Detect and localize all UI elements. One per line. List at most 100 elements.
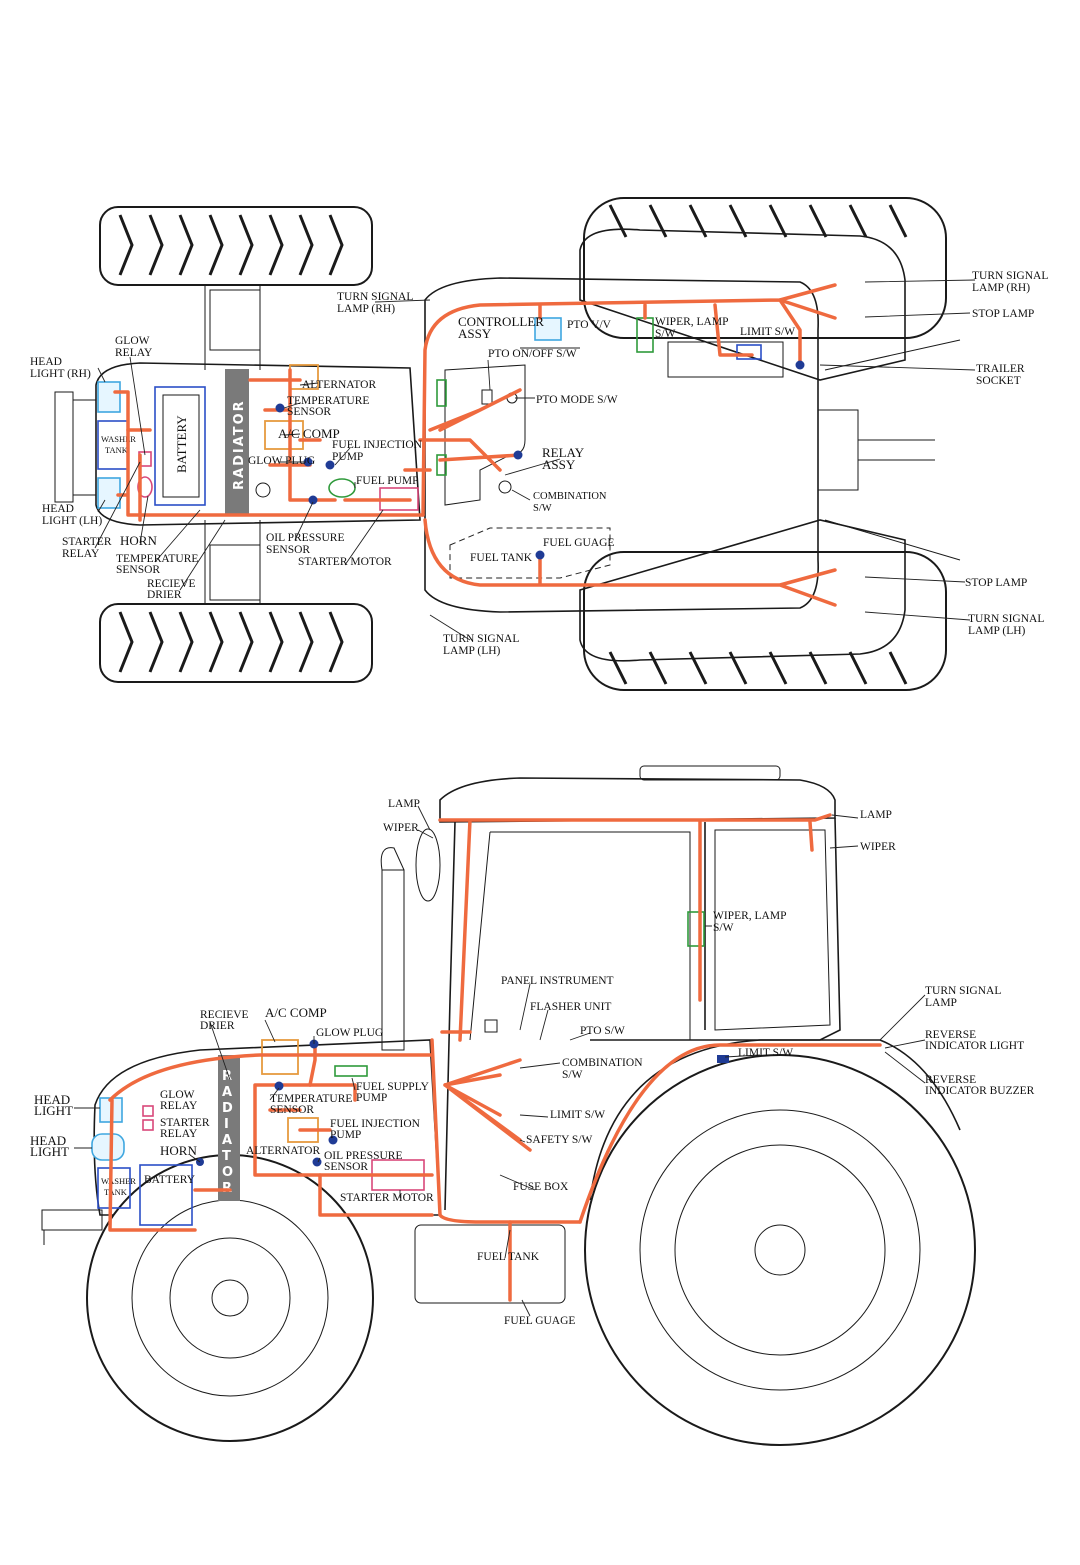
horn-top xyxy=(137,476,153,498)
temperature-sensor-label-top: TEMPERATURE xyxy=(287,395,369,407)
fuel-supply-pump-label-side: FUEL SUPPLY xyxy=(356,1081,430,1093)
svg-text:TANK: TANK xyxy=(104,1187,128,1197)
svg-text:LAMP (LH): LAMP (LH) xyxy=(443,645,501,657)
safety-sw-label: SAFETY S/W xyxy=(526,1134,592,1146)
glow-relay-label-top: GLOW xyxy=(115,335,150,347)
svg-text:D: D xyxy=(222,1101,235,1116)
svg-text:SOCKET: SOCKET xyxy=(976,375,1021,387)
svg-text:LAMP (LH): LAMP (LH) xyxy=(968,625,1026,637)
fuel-guage-label-side: FUEL GUAGE xyxy=(504,1315,575,1327)
svg-text:LAMP (RH): LAMP (RH) xyxy=(972,282,1030,294)
horn-label-top: HORN xyxy=(120,533,157,548)
head-light-lh-label: HEAD xyxy=(42,503,74,515)
washer-tank-label-side: WASHER xyxy=(101,1176,136,1186)
ac-comp-label-side: A/C COMP xyxy=(265,1005,327,1020)
recieve-drier-label-top: RECIEVE xyxy=(147,578,196,590)
flasher-unit-label: FLASHER UNIT xyxy=(530,1001,611,1013)
limit-sw-top xyxy=(736,344,762,360)
svg-text:T: T xyxy=(222,1149,233,1164)
svg-text:LIGHT: LIGHT xyxy=(34,1103,73,1118)
head-light-rh-label: HEAD xyxy=(30,356,62,368)
ac-comp-label-top: A/C COMP xyxy=(278,426,340,441)
svg-text:LIGHT (RH): LIGHT (RH) xyxy=(30,368,91,380)
svg-text:PUMP: PUMP xyxy=(332,451,363,463)
head-light-1-label: HEAD xyxy=(34,1092,70,1107)
svg-text:LAMP (RH): LAMP (RH) xyxy=(337,303,395,315)
head-light-2-side xyxy=(91,1133,125,1161)
oil-pressure-sensor-label-side: OIL PRESSURE xyxy=(324,1150,403,1162)
turn-signal-lamp-lh-rear-label: TURN SIGNAL xyxy=(968,613,1044,625)
side-view-diagram: R A D I A T O R WASHER TANK xyxy=(30,765,1035,1446)
svg-text:SENSOR: SENSOR xyxy=(116,564,160,576)
battery-label-top: BATTERY xyxy=(174,415,189,473)
svg-text:RELAY: RELAY xyxy=(115,347,153,359)
controller-assy-box xyxy=(534,317,562,341)
turn-signal-lamp-lh-front-label: TURN SIGNAL xyxy=(443,633,519,645)
turn-signal-lamp-rh-rear-label: TURN SIGNAL xyxy=(972,270,1048,282)
controller-assy-label: CONTROLLER xyxy=(458,314,544,329)
pto-onoff-sw-label: PTO ON/OFF S/W xyxy=(488,348,577,360)
svg-text:RELAY: RELAY xyxy=(62,548,100,560)
rear-wheel-side xyxy=(584,1054,976,1446)
svg-text:SENSOR: SENSOR xyxy=(287,406,331,418)
turn-signal-lamp-label-side: TURN SIGNAL xyxy=(925,985,1001,997)
svg-text:S/W: S/W xyxy=(533,503,552,514)
wiper-lamp-sw-label-top: WIPER, LAMP xyxy=(655,316,728,328)
recieve-drier-label-side: RECIEVE xyxy=(200,1009,249,1021)
washer-tank-side xyxy=(97,1167,131,1209)
glow-plug-label-side: GLOW PLUG xyxy=(316,1027,383,1039)
reverse-indicator-light-label: REVERSE xyxy=(925,1029,976,1041)
svg-text:ASSY: ASSY xyxy=(542,457,576,472)
radiator-label-top: RADIATOR xyxy=(232,399,247,490)
turn-signal-lamp-rh-front-label: TURN SIGNAL xyxy=(337,291,413,303)
trailer-socket-label: TRAILER xyxy=(976,363,1025,375)
oil-pressure-sensor-label-top: OIL PRESSURE xyxy=(266,532,345,544)
ac-comp-top xyxy=(264,420,304,450)
combination-sw-label-side: COMBINATION xyxy=(562,1057,643,1069)
svg-text:PUMP: PUMP xyxy=(330,1129,361,1141)
svg-text:S/W: S/W xyxy=(562,1069,583,1081)
limit-sw-rear-label: LIMIT S/W xyxy=(738,1047,793,1059)
radiator-top xyxy=(225,369,249,516)
washer-tank-label-top: WASHER xyxy=(101,434,136,444)
head-light-2-label: HEAD xyxy=(30,1133,66,1148)
glow-relay-side xyxy=(142,1105,154,1117)
svg-text:RELAY: RELAY xyxy=(160,1100,198,1112)
limit-sw-rear-side xyxy=(717,1055,729,1063)
front-right-tire-top xyxy=(99,603,373,683)
wiper-lamp-sw-label-side: WIPER, LAMP xyxy=(713,910,786,922)
fuel-injection-pump-label-side: FUEL INJECTION xyxy=(330,1118,421,1130)
fuel-tank-label-top: FUEL TANK xyxy=(470,552,533,564)
fuse-box-label: FUSE BOX xyxy=(513,1181,569,1193)
svg-text:LAMP: LAMP xyxy=(925,997,957,1009)
battery-label-side: BATTERY xyxy=(144,1174,196,1186)
svg-text:DRIER: DRIER xyxy=(147,589,182,601)
head-light-lh-top xyxy=(97,477,121,509)
svg-text:LIGHT (LH): LIGHT (LH) xyxy=(42,515,102,527)
svg-text:I: I xyxy=(224,1117,231,1132)
svg-text:SENSOR: SENSOR xyxy=(270,1104,314,1116)
panel-instrument-label: PANEL INSTRUMENT xyxy=(501,975,614,987)
starter-motor-label-side: STARTER MOTOR xyxy=(340,1192,434,1204)
svg-text:A: A xyxy=(222,1133,234,1148)
svg-text:TANK: TANK xyxy=(105,445,129,455)
starter-relay-label-top: STARTER xyxy=(62,536,112,548)
svg-text:INDICATOR BUZZER: INDICATOR BUZZER xyxy=(925,1085,1035,1097)
connector-left-2 xyxy=(436,454,447,476)
fuel-pump-top xyxy=(328,478,356,498)
limit-sw-label-top: LIMIT S/W xyxy=(740,326,795,338)
relay-assy-label: RELAY xyxy=(542,445,585,460)
svg-text:RELAY: RELAY xyxy=(160,1128,198,1140)
glow-plug-label-top: GLOW PLUG xyxy=(248,455,315,467)
svg-text:A: A xyxy=(222,1085,234,1100)
alternator-label-side: ALTERNATOR xyxy=(246,1145,320,1157)
horn-label-side: HORN xyxy=(160,1143,197,1158)
radiator-side xyxy=(218,1055,240,1201)
top-view-diagram: RADIATOR BATTERY WASHER TANK xyxy=(30,197,1048,691)
starter-relay-label-side: STARTER xyxy=(160,1117,210,1129)
fuel-tank-label-side: FUEL TANK xyxy=(477,1251,540,1263)
pto-sw-label-side: PTO S/W xyxy=(580,1025,625,1037)
ac-comp-side xyxy=(261,1039,299,1075)
